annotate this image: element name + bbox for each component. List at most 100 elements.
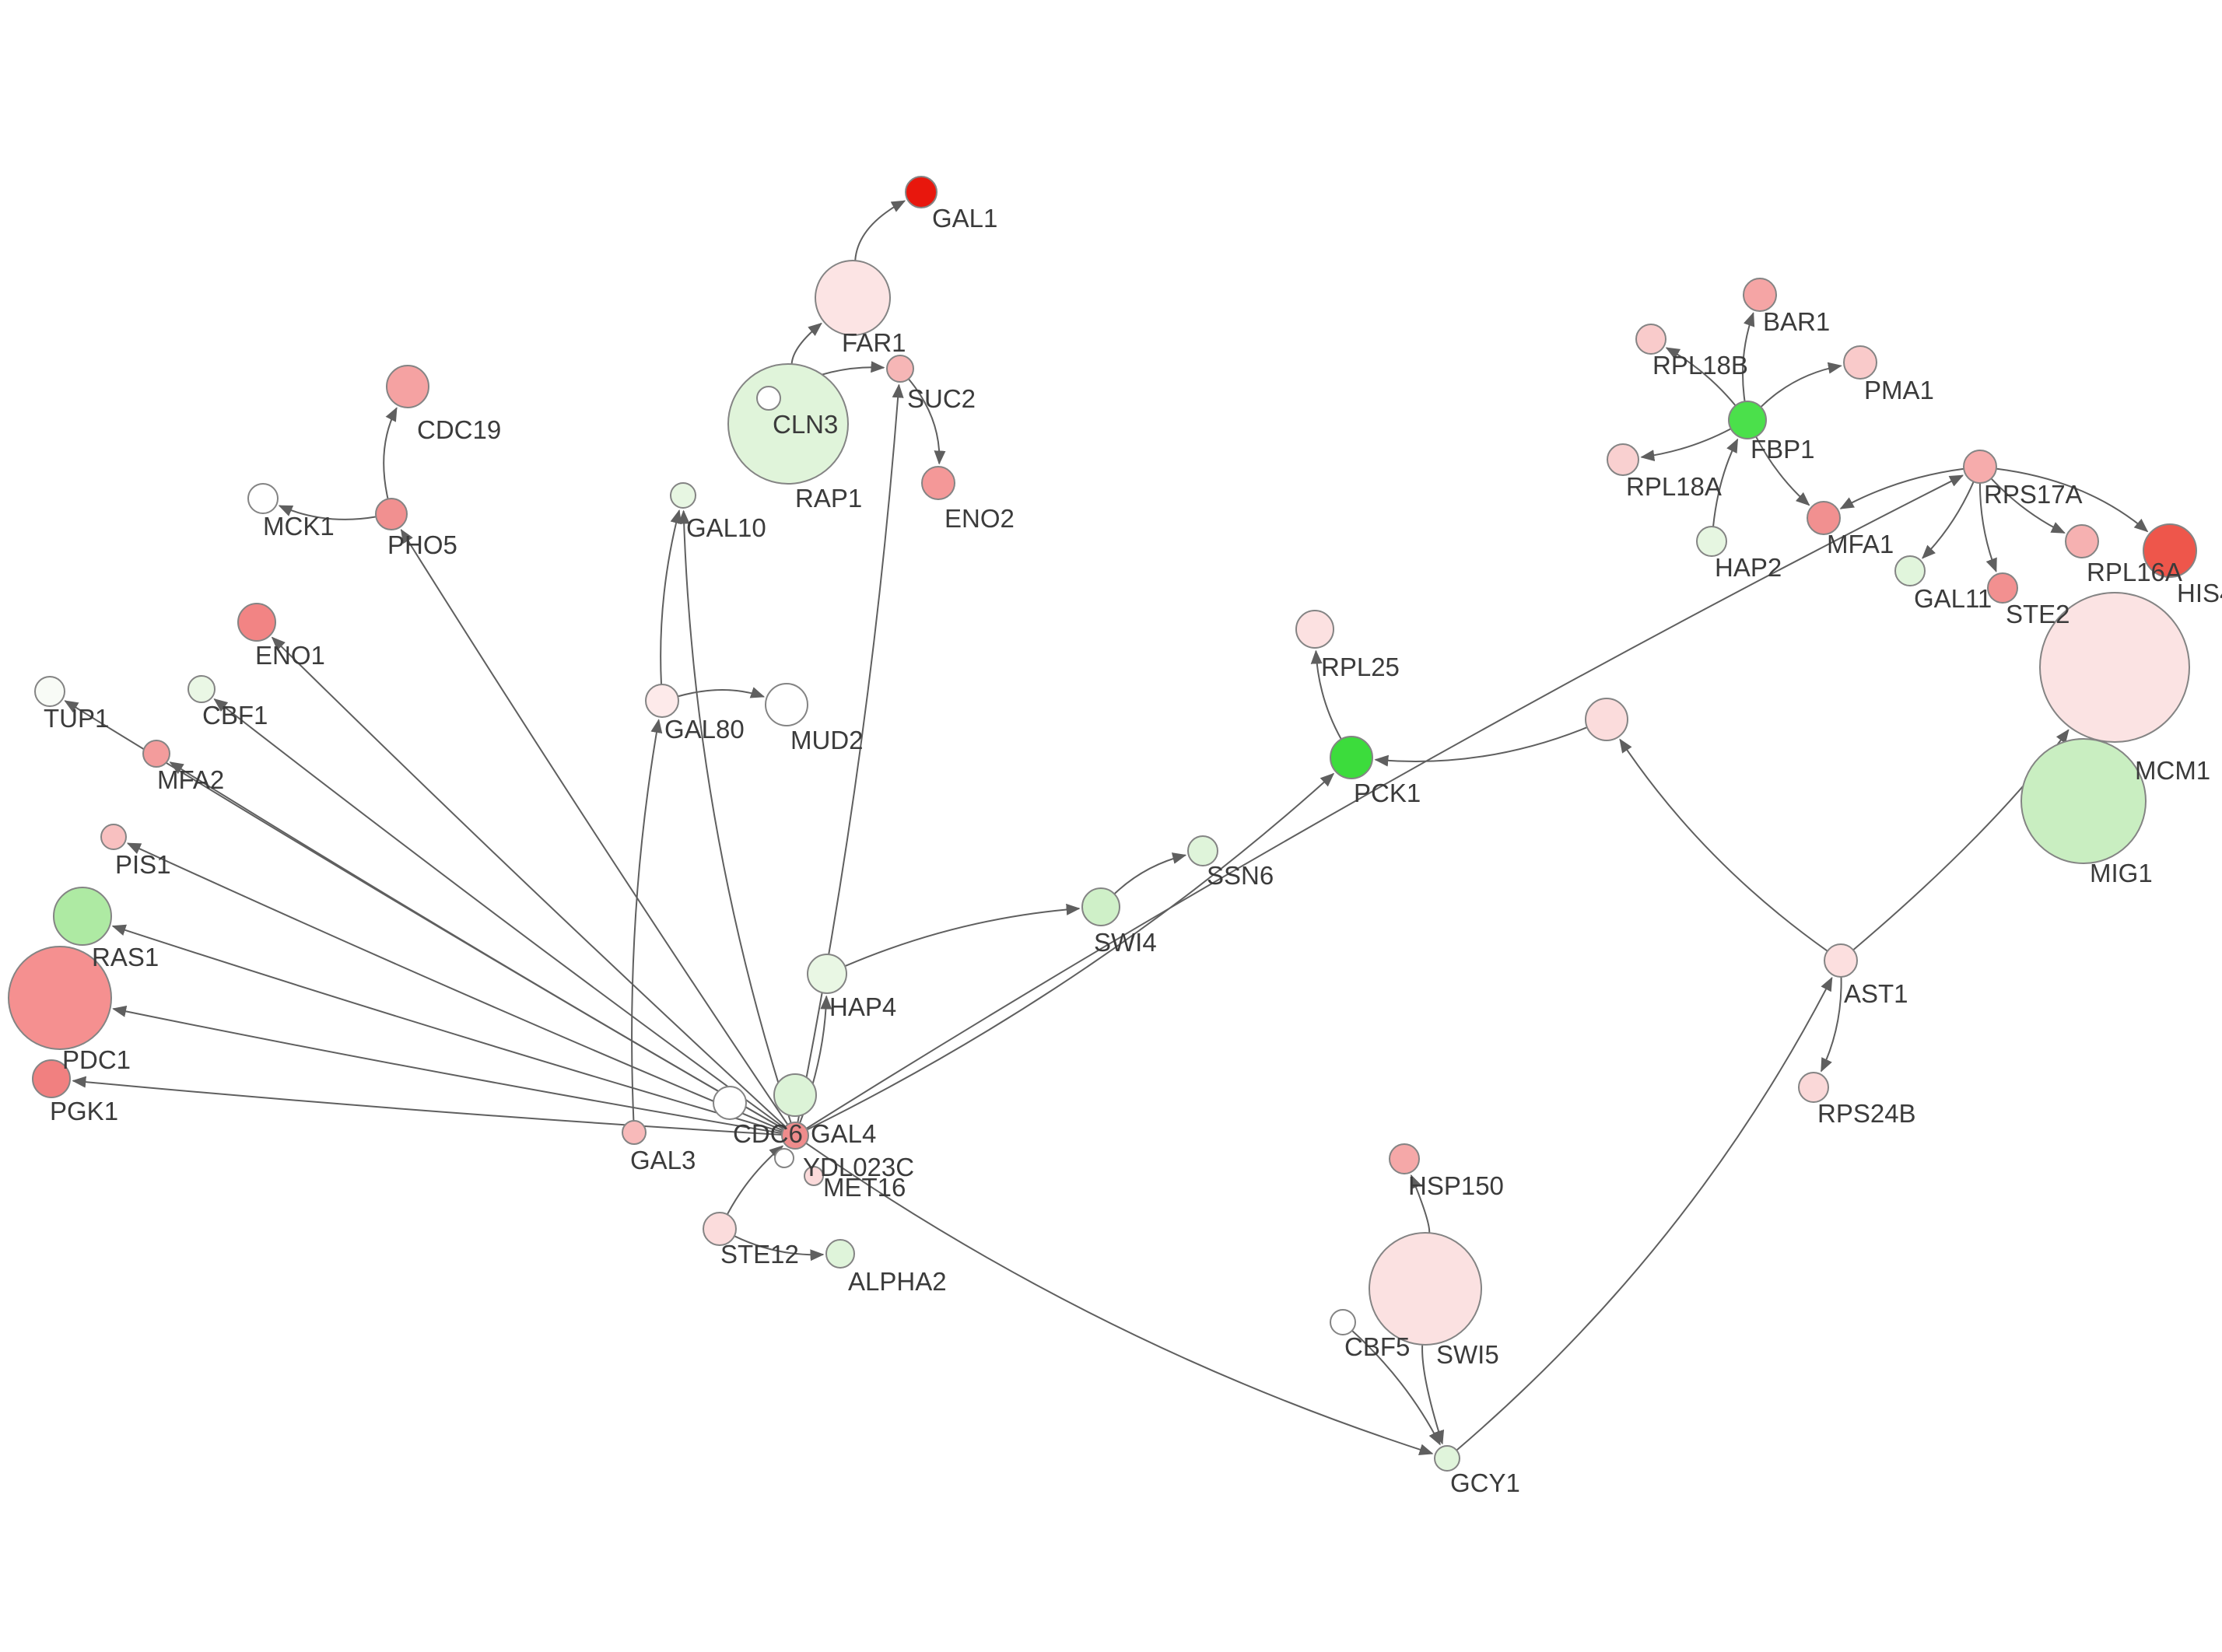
- node-mud2[interactable]: [765, 683, 808, 726]
- edge-gal4-pho5[interactable]: [400, 529, 789, 1125]
- node-eno1[interactable]: [237, 603, 276, 642]
- edge-rps17a-his4[interactable]: [1996, 467, 2149, 533]
- edge-gal4-pis1[interactable]: [126, 842, 783, 1132]
- node-gcy1[interactable]: [1434, 1445, 1460, 1472]
- edge-gal4-cbf1[interactable]: [213, 698, 785, 1129]
- node-gal4[interactable]: [781, 1122, 809, 1150]
- edge-pck1-rpl25[interactable]: [1310, 649, 1342, 740]
- edge-gal3-gal80[interactable]: [631, 719, 663, 1122]
- edge-gcy1-ast1[interactable]: [1456, 976, 1833, 1451]
- node-cdc6[interactable]: [713, 1086, 747, 1120]
- node-far1[interactable]: [815, 260, 891, 336]
- edge-swi5-hsp150[interactable]: [1410, 1174, 1431, 1234]
- node-gal3[interactable]: [622, 1120, 647, 1145]
- node-mig1[interactable]: [2020, 738, 2147, 864]
- node-gal1[interactable]: [905, 176, 938, 208]
- edge-gal80-gal10[interactable]: [660, 509, 682, 685]
- edge-cln3-far1[interactable]: [790, 322, 822, 365]
- node-ste2[interactable]: [1987, 572, 2018, 604]
- node-swi5[interactable]: [1369, 1232, 1482, 1346]
- node-rpl18a[interactable]: [1607, 443, 1639, 476]
- node-alpha2[interactable]: [825, 1239, 855, 1269]
- edge-fbp1-rpl18b[interactable]: [1665, 347, 1737, 407]
- edge-rps17a-rpl16a[interactable]: [1990, 478, 2066, 534]
- edge-gal4-gcy1[interactable]: [805, 1142, 1434, 1455]
- node-hap2[interactable]: [1696, 526, 1727, 557]
- edge-hap4-swi4[interactable]: [844, 903, 1081, 968]
- edge-gal4-pgk1[interactable]: [72, 1076, 783, 1136]
- node-hap4[interactable]: [807, 954, 847, 994]
- node-rpl18b[interactable]: [1635, 324, 1666, 355]
- node-rps24b[interactable]: [1798, 1072, 1829, 1103]
- node-ydl023c[interactable]: [774, 1148, 794, 1168]
- edge-suc2-eno2[interactable]: [908, 378, 946, 465]
- edge-gal4-gal10[interactable]: [678, 509, 792, 1124]
- node-fbp1[interactable]: [1728, 401, 1767, 439]
- edge-gal4-pdc1[interactable]: [112, 1005, 783, 1135]
- edge-ast1-unk1[interactable]: [1619, 738, 1828, 952]
- node-cdc19[interactable]: [386, 365, 429, 408]
- node-rps17a[interactable]: [1963, 450, 1997, 484]
- node-rpl25[interactable]: [1295, 610, 1334, 649]
- edge-cbf5-gcy1[interactable]: [1351, 1330, 1441, 1446]
- node-eno2[interactable]: [921, 466, 955, 500]
- node-pdc1[interactable]: [8, 946, 112, 1050]
- node-ssn6[interactable]: [1187, 835, 1218, 866]
- node-mck1[interactable]: [247, 483, 279, 514]
- node-hsp150[interactable]: [1389, 1143, 1420, 1174]
- node-his4[interactable]: [2143, 523, 2197, 578]
- edge-gal4-eno1[interactable]: [271, 636, 787, 1128]
- edge-gal4-mfa2[interactable]: [169, 761, 784, 1130]
- node-gal10[interactable]: [670, 482, 696, 509]
- node-pgk1[interactable]: [32, 1059, 71, 1098]
- edge-hap2-fbp1[interactable]: [1712, 438, 1739, 527]
- node-label-far1: FAR1: [842, 328, 906, 357]
- node-tup1[interactable]: [34, 676, 65, 707]
- edge-unk1-pck1[interactable]: [1374, 726, 1588, 767]
- edge-fbp1-pma1[interactable]: [1760, 362, 1842, 408]
- node-pma1[interactable]: [1843, 345, 1877, 380]
- node-rap1[interactable]: [756, 386, 781, 411]
- node-mfa2[interactable]: [142, 740, 170, 768]
- edge-fbp1-mfa1[interactable]: [1755, 436, 1810, 506]
- edge-fbp1-bar1[interactable]: [1742, 312, 1755, 402]
- edge-gal4-pck1[interactable]: [806, 772, 1335, 1131]
- edge-gal4-suc2[interactable]: [797, 383, 904, 1123]
- node-label-rpl16a: RPL16A: [2087, 558, 2182, 586]
- edge-ste12-alpha2[interactable]: [734, 1235, 825, 1262]
- node-gal11[interactable]: [1894, 555, 1926, 586]
- edge-ast1-rps24b[interactable]: [1820, 976, 1842, 1073]
- edge-gal80-mud2[interactable]: [677, 687, 766, 698]
- edge-swi5-gcy1[interactable]: [1421, 1344, 1445, 1445]
- node-suc2[interactable]: [886, 355, 914, 383]
- node-gal80[interactable]: [645, 684, 679, 718]
- edge-pho5-mck1[interactable]: [278, 505, 377, 520]
- edge-swi4-ssn6[interactable]: [1113, 852, 1187, 895]
- edge-pho5-cdc19[interactable]: [383, 407, 398, 499]
- node-greenb[interactable]: [773, 1073, 817, 1117]
- node-ast1[interactable]: [1824, 943, 1858, 978]
- node-met16[interactable]: [804, 1166, 824, 1186]
- node-ras1[interactable]: [53, 887, 112, 946]
- node-rpl16a[interactable]: [2065, 524, 2099, 558]
- node-mcm1[interactable]: [2039, 592, 2190, 743]
- node-ste12[interactable]: [703, 1212, 737, 1246]
- node-swi4[interactable]: [1081, 887, 1120, 926]
- edge-gal4-ras1[interactable]: [111, 924, 783, 1133]
- node-pho5[interactable]: [375, 498, 408, 530]
- node-unk1[interactable]: [1585, 698, 1628, 741]
- edge-rps17a-gal11[interactable]: [1922, 481, 1975, 559]
- node-cbf1[interactable]: [188, 675, 216, 703]
- node-pis1[interactable]: [100, 824, 127, 850]
- node-pck1[interactable]: [1330, 736, 1373, 779]
- edge-rps17a-ste2[interactable]: [1978, 482, 1997, 572]
- edge-gal4-rps17a[interactable]: [805, 474, 1964, 1129]
- node-bar1[interactable]: [1743, 278, 1777, 312]
- edge-rps17a-mfa1[interactable]: [1839, 467, 1964, 509]
- edge-fbp1-rpl18a[interactable]: [1640, 428, 1732, 462]
- edge-ste12-gal4[interactable]: [726, 1145, 784, 1215]
- node-mfa1[interactable]: [1807, 501, 1841, 535]
- node-cbf5[interactable]: [1330, 1309, 1356, 1335]
- edge-far1-gal1[interactable]: [854, 200, 906, 261]
